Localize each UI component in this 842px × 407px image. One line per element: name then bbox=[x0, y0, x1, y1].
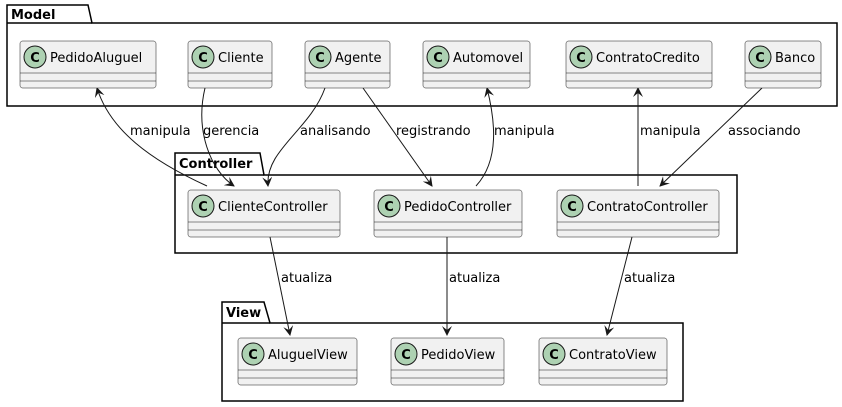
class-name: Cliente bbox=[218, 51, 264, 66]
edge-atualiza-contrato bbox=[604, 236, 633, 336]
class-circle-icon bbox=[377, 194, 401, 218]
class-name: PedidoAluguel bbox=[50, 51, 142, 66]
class-marker: C bbox=[576, 51, 586, 66]
class-pedido-view: C PedidoView bbox=[390, 337, 505, 386]
edge-registrando bbox=[362, 87, 433, 187]
edge-gerencia bbox=[201, 87, 235, 187]
label-atualiza-aluguel: atualiza bbox=[281, 271, 332, 286]
class-circle-icon bbox=[191, 45, 215, 69]
class-marker: C bbox=[198, 51, 208, 66]
class-marker: C bbox=[755, 51, 765, 66]
class-circle-icon bbox=[241, 342, 265, 366]
class-marker: C bbox=[248, 348, 258, 363]
class-marker: C bbox=[433, 51, 443, 66]
class-marker: C bbox=[401, 348, 411, 363]
class-marker: C bbox=[30, 51, 40, 66]
class-circle-icon bbox=[23, 45, 47, 69]
class-contrato-credito: C ContratoCredito bbox=[565, 40, 713, 89]
class-name: PedidoController bbox=[404, 200, 512, 215]
class-name: ContratoController bbox=[587, 200, 708, 215]
class-name: Automovel bbox=[453, 51, 523, 66]
edge-manipula-pedido-aluguel bbox=[94, 87, 208, 187]
label-manipula-automovel: manipula bbox=[494, 124, 555, 139]
class-circle-icon bbox=[308, 45, 332, 69]
class-marker: C bbox=[549, 348, 559, 363]
package-model: Model bbox=[6, 4, 838, 107]
class-circle-icon bbox=[560, 194, 584, 218]
label-atualiza-contrato: atualiza bbox=[624, 271, 675, 286]
class-contrato-controller: C ContratoController bbox=[556, 189, 720, 238]
label-gerencia: gerencia bbox=[203, 124, 259, 139]
class-contrato-view: C ContratoView bbox=[538, 337, 668, 386]
class-cliente-controller: C ClienteController bbox=[187, 189, 341, 238]
label-manipula-pedido-aluguel: manipula bbox=[130, 124, 191, 139]
label-atualiza-pedido: atualiza bbox=[449, 271, 500, 286]
class-pedido-controller: C PedidoController bbox=[373, 189, 523, 238]
class-cliente: C Cliente bbox=[187, 40, 273, 89]
package-controller-title: Controller bbox=[179, 157, 253, 172]
edges bbox=[94, 87, 763, 336]
class-automovel: C Automovel bbox=[422, 40, 531, 89]
package-controller: Controller bbox=[174, 152, 738, 254]
edge-manipula-automovel bbox=[475, 87, 495, 187]
package-view-title: View bbox=[226, 306, 261, 321]
class-marker: C bbox=[198, 200, 208, 215]
class-circle-icon bbox=[394, 342, 418, 366]
class-circle-icon bbox=[569, 45, 593, 69]
label-associando: associando bbox=[728, 124, 801, 139]
class-circle-icon bbox=[426, 45, 450, 69]
class-name: Banco bbox=[775, 51, 815, 66]
label-registrando: registrando bbox=[396, 124, 471, 139]
edge-associando bbox=[659, 87, 763, 187]
class-pedido-aluguel: C PedidoAluguel bbox=[19, 40, 157, 89]
edge-analisando bbox=[262, 87, 326, 187]
class-aluguel-view: C AluguelView bbox=[237, 337, 358, 386]
label-manipula-contrato-credito: manipula bbox=[640, 124, 701, 139]
edge-labels: manipula gerencia analisando registrando… bbox=[130, 124, 801, 286]
class-name: Agente bbox=[335, 51, 381, 66]
package-view: View bbox=[221, 301, 684, 402]
class-circle-icon bbox=[191, 194, 215, 218]
class-agente: C Agente bbox=[304, 40, 391, 89]
class-marker: C bbox=[384, 200, 394, 215]
class-marker: C bbox=[567, 200, 577, 215]
label-analisando: analisando bbox=[300, 124, 371, 139]
edge-atualiza-aluguel bbox=[269, 236, 294, 336]
class-name: PedidoView bbox=[421, 348, 496, 363]
class-marker: C bbox=[315, 51, 325, 66]
class-name: ContratoCredito bbox=[596, 51, 700, 66]
class-circle-icon bbox=[542, 342, 566, 366]
class-banco: C Banco bbox=[744, 40, 822, 89]
class-name: AluguelView bbox=[268, 348, 348, 363]
class-name: ContratoView bbox=[569, 348, 657, 363]
class-circle-icon bbox=[748, 45, 772, 69]
class-name: ClienteController bbox=[218, 200, 328, 215]
package-model-title: Model bbox=[11, 8, 55, 23]
